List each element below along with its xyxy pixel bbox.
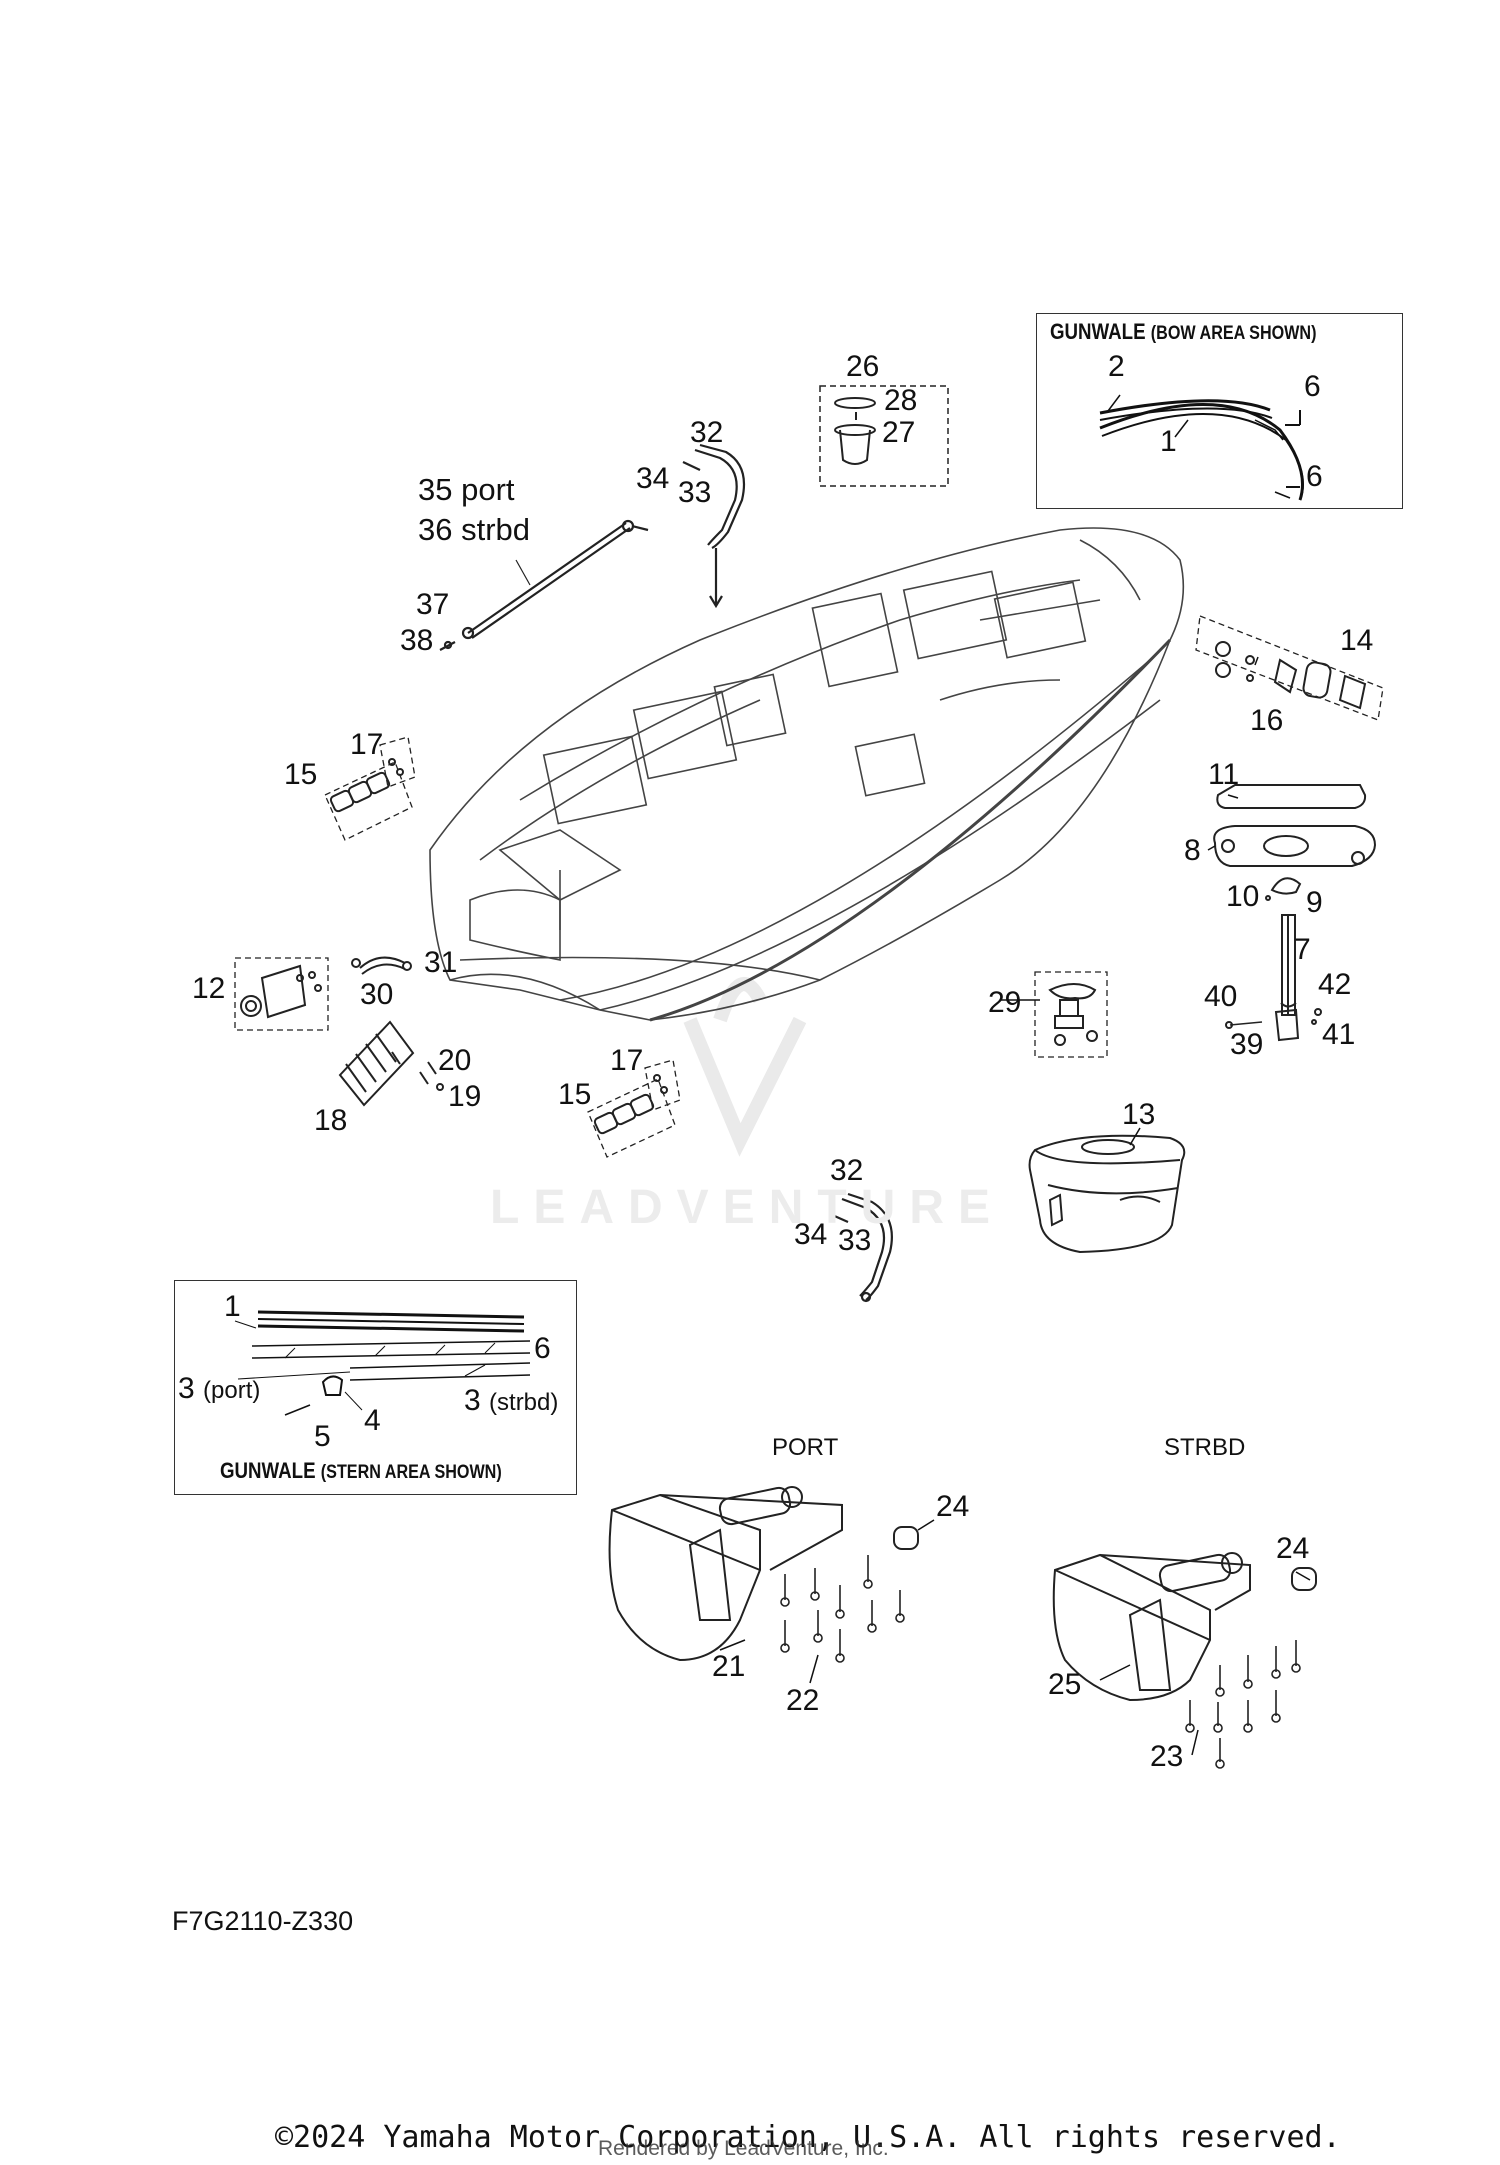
part-30-31-hook bbox=[351, 956, 412, 975]
callout-32-top: 32 bbox=[690, 416, 724, 449]
part-8-11-table bbox=[1213, 784, 1377, 1016]
callout-34-top: 34 bbox=[636, 462, 670, 495]
callout-23: 23 bbox=[1150, 1740, 1184, 1773]
callout-6-bow-bottom: 6 bbox=[1306, 460, 1323, 493]
part-39-42-bracket bbox=[1225, 1008, 1322, 1042]
boat-hull bbox=[429, 527, 1185, 1022]
callout-1-stern: 1 bbox=[224, 1290, 241, 1323]
part-18-ladder bbox=[338, 1020, 444, 1107]
part-12-plate bbox=[234, 957, 329, 1031]
callout-8: 8 bbox=[1184, 834, 1201, 867]
bow-box-title-text: GUNWALE bbox=[1050, 319, 1146, 344]
part-15-17-cleat-top bbox=[324, 736, 416, 841]
callout-3-port: 3 (port) bbox=[178, 1374, 260, 1404]
callout-42: 42 bbox=[1318, 968, 1352, 1001]
stern-gunwale-box bbox=[174, 1280, 577, 1495]
callout-40: 40 bbox=[1204, 980, 1238, 1013]
callout-25: 25 bbox=[1048, 1668, 1082, 1701]
callout-32-bottom: 32 bbox=[830, 1154, 864, 1187]
bow-box-subtitle-text: (BOW AREA SHOWN) bbox=[1150, 323, 1317, 344]
callout-27: 27 bbox=[882, 416, 916, 449]
stern-box-subtitle-text: (STERN AREA SHOWN) bbox=[320, 1462, 502, 1483]
part-21-port-trim-tab bbox=[608, 1486, 919, 1663]
callout-6-bow-top: 6 bbox=[1304, 370, 1321, 403]
callout-13: 13 bbox=[1122, 1098, 1156, 1131]
watermark-text: LEADVENTURE bbox=[490, 1181, 1005, 1234]
part-32-grab-handle-bottom bbox=[829, 1192, 893, 1303]
callout-18: 18 bbox=[314, 1104, 348, 1137]
callout-24-strbd: 24 bbox=[1276, 1532, 1310, 1565]
callout-12: 12 bbox=[192, 972, 226, 1005]
figure-code: F7G2110-Z330 bbox=[172, 1906, 354, 1936]
bow-gunwale-box-title: GUNWALE (BOW AREA SHOWN) bbox=[1050, 319, 1316, 345]
callout-3-strbd-sub: (strbd) bbox=[489, 1389, 559, 1416]
callout-24-port: 24 bbox=[936, 1490, 970, 1523]
port-label: PORT bbox=[772, 1434, 839, 1461]
callout-33-top: 33 bbox=[678, 476, 712, 509]
callout-36-strbd: 36 strbd bbox=[418, 512, 531, 547]
callout-33-bottom: 33 bbox=[838, 1224, 872, 1257]
copyright-notice: ©2024 Yamaha Motor Corporation, U.S.A. A… bbox=[275, 2120, 1341, 2155]
callout-14: 14 bbox=[1340, 624, 1374, 657]
callout-22: 22 bbox=[786, 1684, 820, 1717]
callout-6-stern: 6 bbox=[534, 1332, 551, 1365]
part-25-strbd-trim-tab bbox=[1052, 1552, 1317, 1769]
callout-38: 38 bbox=[400, 624, 434, 657]
part-13-cooler bbox=[1028, 1134, 1186, 1254]
watermark-logo bbox=[683, 977, 807, 1157]
part-15-17-cleat-bottom bbox=[587, 1059, 681, 1158]
rendered-by-note: Rendered by LeadVenture, Inc. bbox=[598, 2137, 889, 2160]
callout-17-bottom: 17 bbox=[610, 1044, 644, 1077]
leader-lines bbox=[719, 656, 1311, 1756]
callout-19: 19 bbox=[448, 1080, 482, 1113]
stern-box-title-text: GUNWALE bbox=[220, 1458, 316, 1483]
callout-30: 30 bbox=[360, 978, 394, 1011]
callout-21: 21 bbox=[712, 1650, 746, 1683]
part-35-36-rod bbox=[439, 519, 649, 651]
callout-11: 11 bbox=[1208, 758, 1240, 791]
stern-gunwale-box-title: GUNWALE (STERN AREA SHOWN) bbox=[220, 1458, 502, 1484]
callout-15-bottom: 15 bbox=[558, 1078, 592, 1111]
stern-gunwale-strips bbox=[234, 1310, 531, 1416]
bow-gunwale-box bbox=[1036, 313, 1403, 509]
part-26-cupholder bbox=[819, 385, 949, 487]
callout-9: 9 bbox=[1306, 886, 1323, 919]
callout-2: 2 bbox=[1108, 350, 1125, 383]
callout-29: 29 bbox=[988, 986, 1022, 1019]
callout-17-top: 17 bbox=[350, 728, 384, 761]
callout-15-top: 15 bbox=[284, 758, 318, 791]
part-14-16-hardware bbox=[1195, 615, 1384, 721]
callout-3-strbd: 3 (strbd) bbox=[464, 1386, 558, 1416]
callout-10: 10 bbox=[1226, 880, 1260, 913]
callout-3-strbd-num: 3 bbox=[464, 1384, 481, 1417]
callout-7: 7 bbox=[1294, 933, 1311, 966]
callout-4: 4 bbox=[364, 1404, 381, 1437]
callout-34-bottom: 34 bbox=[794, 1218, 828, 1251]
callout-1-bow: 1 bbox=[1160, 425, 1177, 458]
callout-39: 39 bbox=[1230, 1028, 1264, 1061]
callout-3-port-num: 3 bbox=[178, 1372, 195, 1405]
callout-31: 31 bbox=[424, 946, 458, 979]
callout-20: 20 bbox=[438, 1044, 472, 1077]
part-29-pop-up-cleat bbox=[1034, 971, 1108, 1058]
callout-26: 26 bbox=[846, 350, 880, 383]
bow-gunwale-strips bbox=[1099, 394, 1304, 501]
callout-5: 5 bbox=[314, 1420, 331, 1453]
callout-37: 37 bbox=[416, 588, 450, 621]
callout-41: 41 bbox=[1322, 1018, 1356, 1051]
strbd-label: STRBD bbox=[1164, 1434, 1246, 1461]
callout-35-port: 35 port bbox=[418, 472, 515, 507]
part-32-grab-handle-top bbox=[682, 443, 746, 609]
callout-16: 16 bbox=[1250, 704, 1284, 737]
callout-3-port-sub: (port) bbox=[203, 1377, 261, 1404]
callout-28: 28 bbox=[884, 384, 918, 417]
